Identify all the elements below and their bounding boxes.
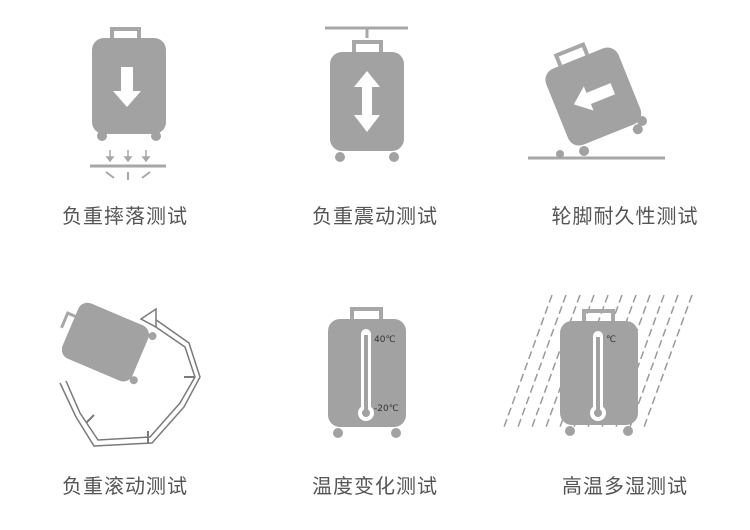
test-label: 温度变化测试: [312, 474, 438, 498]
test-temperature-change: 40℃ -20℃ 温度变化测试: [250, 265, 500, 530]
temp-high-label: 40℃: [374, 335, 396, 345]
test-high-temp-humidity: ℃ 高温多湿测试: [500, 265, 750, 530]
test-label: 负重摔落测试: [62, 204, 188, 228]
drop-test-icon: [90, 27, 166, 180]
test-wheel-durability: 轮脚耐久性测试: [500, 0, 750, 265]
wheel-durability-test-icon: [528, 41, 665, 160]
test-vibration: 负重震动测试: [250, 0, 500, 265]
thermometer-icon: [590, 331, 606, 421]
test-label: 高温多湿测试: [562, 474, 688, 498]
test-drop: 负重摔落测试: [0, 0, 250, 265]
temperature-change-test-icon: [328, 307, 406, 438]
test-label: 负重震动测试: [312, 204, 438, 228]
vibration-test-icon: [325, 26, 408, 162]
test-label: 轮脚耐久性测试: [551, 204, 699, 228]
temp-unit-label: ℃: [606, 335, 617, 345]
test-rolling: 负重滚动测试: [0, 265, 250, 530]
temp-low-label: -20℃: [374, 404, 399, 414]
test-label: 负重滚动测试: [62, 474, 188, 498]
high-temp-humidity-test-icon: [503, 294, 693, 436]
rolling-test-icon: [59, 302, 201, 447]
thermometer-icon: [358, 329, 374, 421]
